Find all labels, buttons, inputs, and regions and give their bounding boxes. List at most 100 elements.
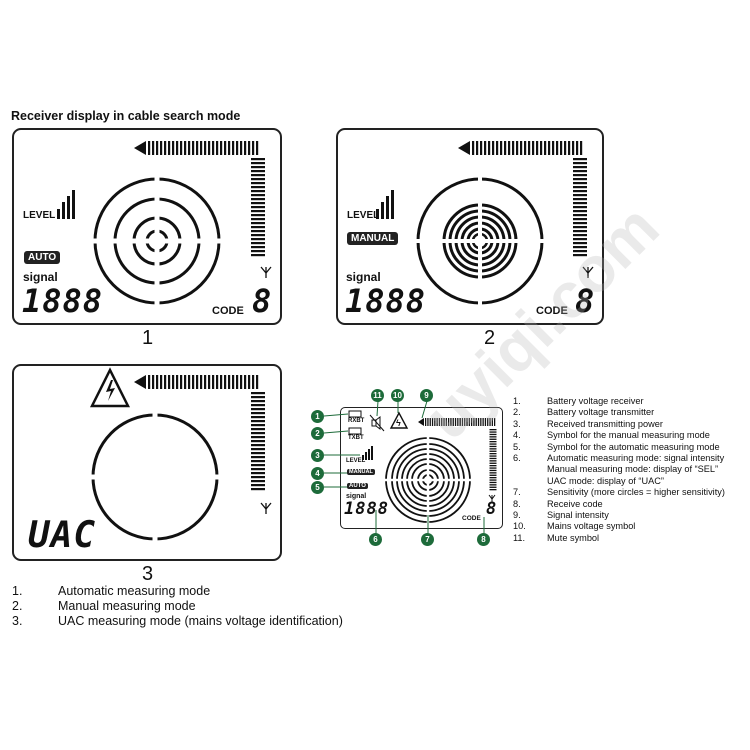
bar-segment	[516, 141, 519, 155]
bar-segment	[489, 484, 497, 486]
bar-segment	[472, 141, 475, 155]
sensitivity-circles	[91, 175, 223, 307]
bar-segment	[251, 218, 265, 221]
bar-segment	[251, 452, 265, 455]
bar-segment	[573, 214, 587, 217]
bar-segment	[172, 375, 175, 389]
bar-segment	[573, 186, 587, 189]
bar-segment	[468, 418, 470, 426]
bar-segment	[573, 190, 587, 193]
bar-segment	[236, 375, 239, 389]
level-label: LEVEL	[23, 210, 56, 221]
bar-segment	[429, 418, 431, 426]
bar-segment	[573, 170, 587, 173]
bar-segment	[489, 457, 497, 460]
bar-segment	[176, 141, 179, 155]
bar-segment	[489, 460, 497, 462]
signal-label: signal	[23, 270, 58, 284]
list-item: UAC mode: display of “UAC”	[547, 475, 664, 486]
bar-segment	[576, 141, 579, 155]
bar-segment	[251, 456, 265, 459]
level-label: LEVEL	[347, 210, 380, 221]
sensitivity-circles	[89, 411, 221, 543]
bar-segment	[573, 178, 587, 181]
bolt-glyph: ϟ	[396, 418, 401, 428]
bar-segment	[489, 455, 497, 457]
bar-segment	[251, 182, 265, 185]
bar-segment	[168, 141, 171, 155]
bar-segment	[532, 141, 535, 155]
uac-text: UAC	[28, 515, 97, 556]
bar-segment	[489, 443, 497, 445]
bar-segment	[251, 448, 265, 451]
code-digit: 8	[252, 282, 273, 320]
bar-segment	[188, 375, 191, 389]
list-item: 1.Battery voltage receiver	[513, 396, 644, 406]
bar-segment	[251, 396, 265, 399]
bar-segment	[489, 479, 497, 481]
bar-segment	[251, 404, 265, 407]
bar-segment	[251, 174, 265, 177]
callout-marker: 10	[391, 389, 404, 402]
manual-badge: MANUAL	[347, 469, 375, 475]
level-bars-icon	[57, 190, 75, 219]
bar-segment	[251, 230, 265, 233]
bar-segment	[212, 141, 215, 155]
sensitivity-circles	[414, 175, 546, 307]
bar-segment	[508, 141, 511, 155]
bar-segment	[251, 234, 265, 237]
bar-segment	[251, 420, 265, 423]
bar-segment	[251, 162, 265, 165]
bar-segment	[251, 484, 265, 487]
bar-segment	[484, 418, 487, 426]
bar-segment	[454, 418, 457, 426]
bar-segment	[500, 141, 503, 155]
signal-label: signal	[346, 493, 367, 500]
bar-segment	[236, 141, 239, 155]
bar-segment	[251, 226, 265, 229]
bar-segment	[434, 418, 436, 426]
bar-segment	[216, 141, 219, 155]
bar-segment	[473, 418, 475, 426]
bar-segment	[251, 392, 265, 395]
lcd-graphics	[89, 367, 272, 543]
lcd-graphics	[57, 141, 272, 307]
bar-segment	[208, 375, 211, 389]
bar-segment	[251, 254, 265, 257]
bar-segment	[251, 480, 265, 483]
bar-segment	[441, 418, 443, 426]
bar-segment	[244, 141, 247, 155]
bar-segment	[251, 206, 265, 209]
callout-leaders	[323, 400, 485, 533]
list-item: 10.Mains voltage symbol	[513, 521, 636, 532]
bar-segment	[489, 465, 497, 467]
bar-segment	[475, 418, 477, 426]
bar-segment	[540, 141, 543, 155]
bar-segment	[228, 375, 231, 389]
bar-segment	[251, 158, 265, 161]
bar-segment	[200, 375, 203, 389]
bar-segment	[573, 206, 587, 209]
list-item: Manual measuring mode: display of “SEL”	[547, 464, 719, 475]
bar-segment	[251, 476, 265, 479]
bar-segment	[251, 472, 265, 475]
level-label: LEVEL	[346, 458, 366, 464]
bar-segment	[528, 141, 531, 155]
bar-segment	[220, 141, 223, 155]
bar-segment	[232, 375, 235, 389]
bar-segment	[251, 250, 265, 253]
bar-segment	[148, 375, 151, 389]
bar-segment	[482, 418, 484, 426]
antenna-icon	[582, 266, 594, 278]
bar-segment	[156, 375, 159, 389]
bar-segment	[184, 141, 187, 155]
bar-segment	[492, 141, 495, 155]
bar-segment	[573, 242, 587, 245]
diagram-bargraph	[418, 418, 497, 491]
bar-segment	[445, 418, 447, 426]
bar-segment	[573, 202, 587, 205]
bar-segment	[573, 198, 587, 201]
bar-segment	[152, 141, 155, 155]
bar-segment	[552, 141, 555, 155]
bar-segment	[431, 418, 434, 426]
